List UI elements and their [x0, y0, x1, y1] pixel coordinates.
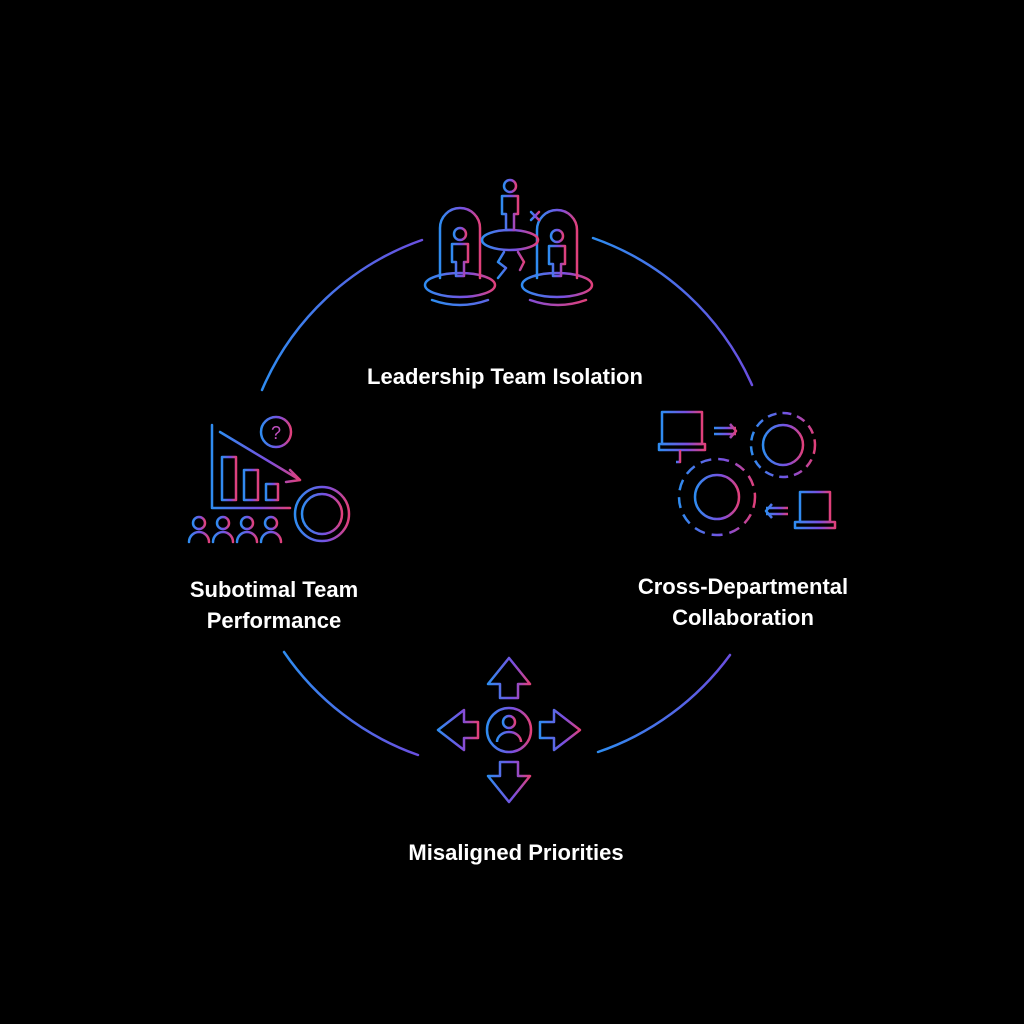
node-label-collaboration-line1: Cross-Departmental [637, 574, 849, 599]
node-label-performance-line1: Subotimal Team [189, 577, 359, 602]
gears-buildings-icon [657, 410, 837, 537]
cycle-arcs [260, 236, 754, 757]
node-label-performance-line2: Performance [206, 608, 342, 633]
arc-top-right [591, 236, 754, 387]
divergent-arrows-icon [436, 656, 582, 804]
isolated-leaders-icon [423, 178, 594, 307]
node-label-leadership: Leadership Team Isolation [367, 364, 643, 389]
node-label-collaboration-line2: Collaboration [672, 605, 814, 630]
declining-chart-stopwatch-icon: ? [187, 415, 351, 544]
arc-bottom-right [596, 653, 732, 754]
node-label-performance: Subotimal Team Performance [190, 574, 358, 636]
node-label-priorities: Misaligned Priorities [408, 840, 624, 865]
svg-text:?: ? [271, 423, 281, 443]
arc-top-left [260, 238, 424, 392]
arc-bottom-left [282, 650, 420, 757]
node-label-collaboration: Cross-Departmental Collaboration [638, 571, 848, 633]
